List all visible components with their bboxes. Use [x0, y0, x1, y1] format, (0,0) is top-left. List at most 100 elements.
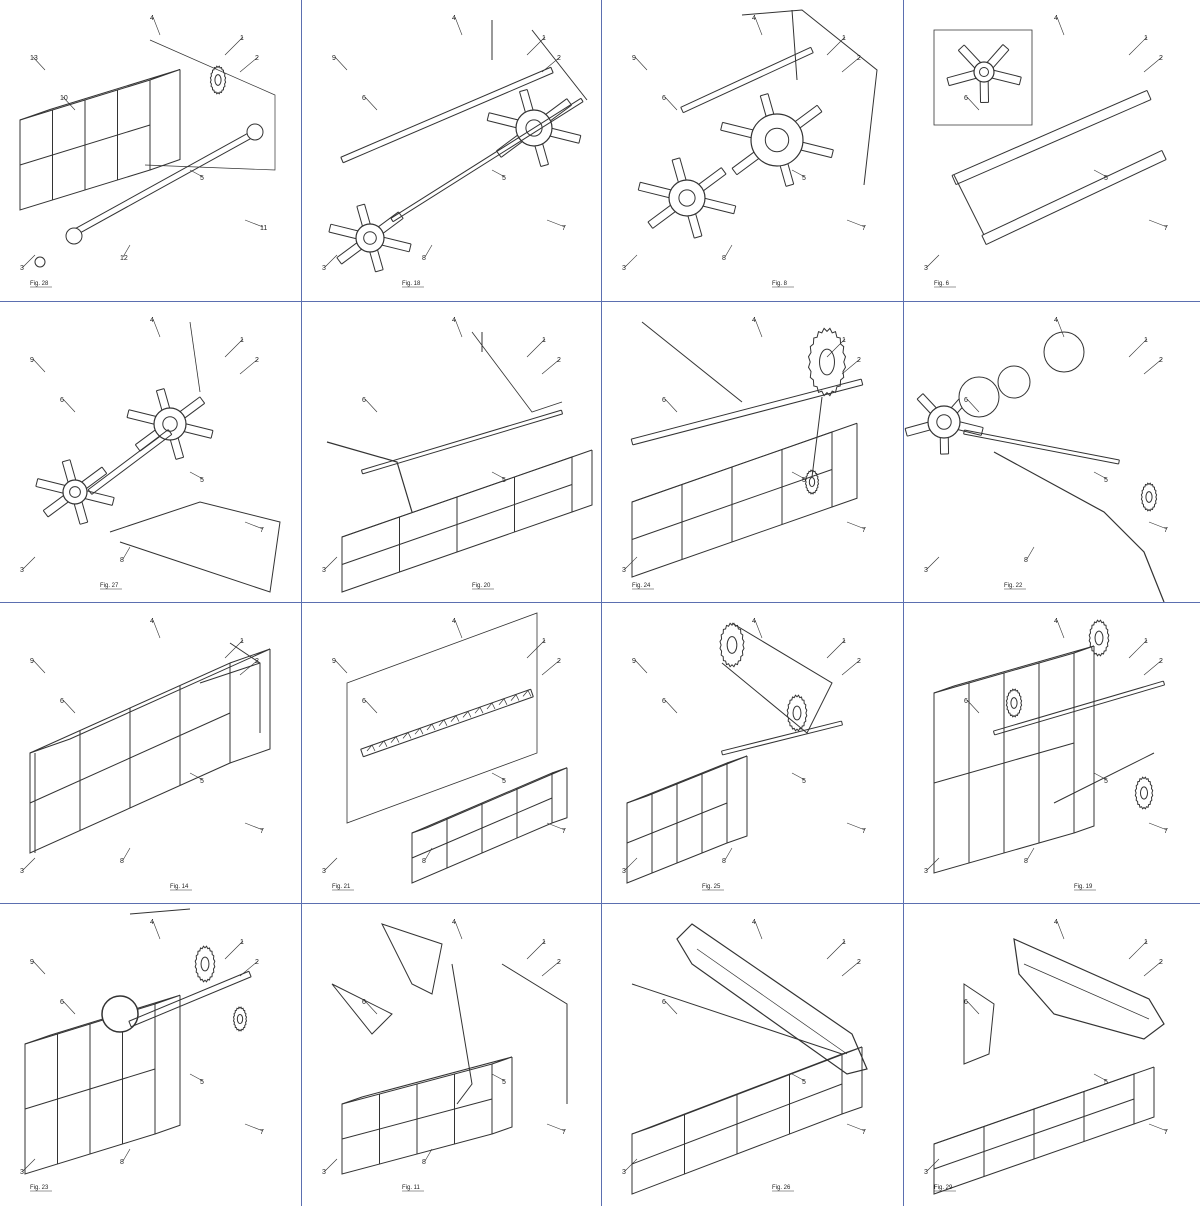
callout-number: 7: [1164, 828, 1168, 835]
vertical-divider: [903, 0, 904, 1206]
callout-number: 3: [924, 1169, 928, 1176]
callout-number: 7: [862, 527, 866, 534]
callout-number: 8: [722, 858, 726, 865]
callout-number: 2: [557, 357, 561, 364]
callout-number: 5: [200, 778, 204, 785]
figure-reference-label: Fig. 22: [1004, 583, 1023, 589]
callout-number: 4: [752, 317, 756, 324]
callout-number: 2: [1159, 55, 1163, 62]
callout-number: 9: [30, 357, 34, 364]
callout-number: 6: [662, 999, 666, 1006]
callout-number: 11: [260, 225, 267, 232]
figure-reference-label: Fig. 28: [30, 281, 49, 287]
callout-number: 8: [120, 557, 124, 564]
callout-number: 9: [632, 658, 636, 665]
callout-number: 6: [60, 698, 64, 705]
callout-number: 5: [802, 778, 806, 785]
callout-number: 5: [1104, 1079, 1108, 1086]
callout-number: 2: [857, 55, 861, 62]
callout-number: 5: [502, 1079, 506, 1086]
callout-number: 3: [924, 265, 928, 272]
horizontal-divider: [0, 301, 1200, 302]
callout-number: 7: [862, 225, 866, 232]
figure-reference-label: Fig. 14: [170, 884, 189, 890]
callout-number: 4: [1054, 15, 1058, 22]
callout-number: 2: [857, 357, 861, 364]
callout-number: 5: [1104, 175, 1108, 182]
callout-number: 1: [240, 638, 244, 645]
callout-number: 7: [562, 828, 566, 835]
callout-number: 8: [722, 255, 726, 262]
callout-number: 1: [842, 35, 846, 42]
callout-number: 3: [20, 868, 24, 875]
figure-reference-label: Fig. 8: [772, 281, 788, 287]
callout-number: 8: [422, 858, 426, 865]
callout-number: 2: [255, 658, 259, 665]
callout-number: 8: [422, 255, 426, 262]
callout-number: 4: [452, 618, 456, 625]
figure-reference-label: Fig. 29: [934, 1185, 953, 1191]
callout-number: 9: [30, 658, 34, 665]
callout-number: 1: [542, 35, 546, 42]
callout-number: 5: [802, 175, 806, 182]
callout-number: 5: [200, 1079, 204, 1086]
callout-number: 1: [1144, 939, 1148, 946]
callout-number: 9: [332, 658, 336, 665]
callout-number: 3: [622, 868, 626, 875]
callout-number: 1: [842, 337, 846, 344]
horizontal-divider: [0, 903, 1200, 904]
callout-number: 9: [632, 55, 636, 62]
callout-number: 5: [502, 477, 506, 484]
callout-number: 5: [200, 175, 204, 182]
callout-number: 3: [20, 265, 24, 272]
callout-number: 1: [842, 638, 846, 645]
callout-number: 4: [150, 15, 154, 22]
callout-number: 8: [1024, 557, 1028, 564]
callout-number: 4: [752, 919, 756, 926]
callout-number: 3: [322, 868, 326, 875]
vertical-divider: [301, 0, 302, 1206]
figure-reference-label: Fig. 18: [402, 281, 421, 287]
callout-number: 6: [964, 397, 968, 404]
callout-number: 6: [362, 999, 366, 1006]
callout-number: 4: [1054, 919, 1058, 926]
vertical-divider: [601, 0, 602, 1206]
figure-reference-label: Fig. 27: [100, 583, 119, 589]
callout-number: 6: [362, 698, 366, 705]
callout-number: 2: [255, 959, 259, 966]
callout-number: 4: [752, 15, 756, 22]
callout-number: 13: [30, 55, 38, 62]
callout-number: 3: [20, 567, 24, 574]
callout-number: 7: [862, 1129, 866, 1136]
callout-number: 5: [200, 477, 204, 484]
callout-number: 3: [322, 567, 326, 574]
callout-number: 1: [542, 337, 546, 344]
callout-number: 3: [924, 868, 928, 875]
callout-number: 7: [562, 225, 566, 232]
callout-number: 2: [1159, 357, 1163, 364]
callout-number: 8: [422, 1159, 426, 1166]
callout-number: 5: [802, 477, 806, 484]
callout-number: 6: [964, 999, 968, 1006]
callout-number: 10: [60, 95, 68, 102]
callout-number: 6: [964, 95, 968, 102]
